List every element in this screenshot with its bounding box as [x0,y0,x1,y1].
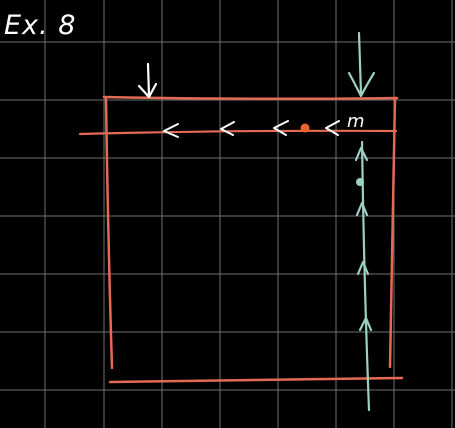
stable-manifold [347,31,376,412]
horizontal-flow-arrows [163,120,340,138]
left-arrow-icon [273,120,289,136]
inflow-arrows [137,62,158,99]
up-arrow-icon [356,260,370,276]
square-top-edge [102,95,399,101]
fixed-point-marker [300,123,310,133]
up-arrow-icon [358,316,373,332]
square-bottom-edge [108,376,404,384]
left-arrow-icon [163,123,179,138]
up-arrow-icon [354,146,369,162]
vertical-manifold-line [360,140,371,412]
down-arrow-icon [347,31,376,98]
unstable-trajectory [78,129,398,136]
left-arrow-icon [220,121,235,136]
manifold-point-marker [356,178,364,186]
square-left-edge [104,96,114,370]
down-arrow-icon [137,62,158,99]
manifold-label: m [347,111,365,132]
up-arrow-icon [355,201,369,217]
left-arrow-icon [325,120,340,136]
square-region [102,95,404,384]
title: Ex. 8 [4,10,77,41]
horizontal-trajectory-line [78,129,398,136]
